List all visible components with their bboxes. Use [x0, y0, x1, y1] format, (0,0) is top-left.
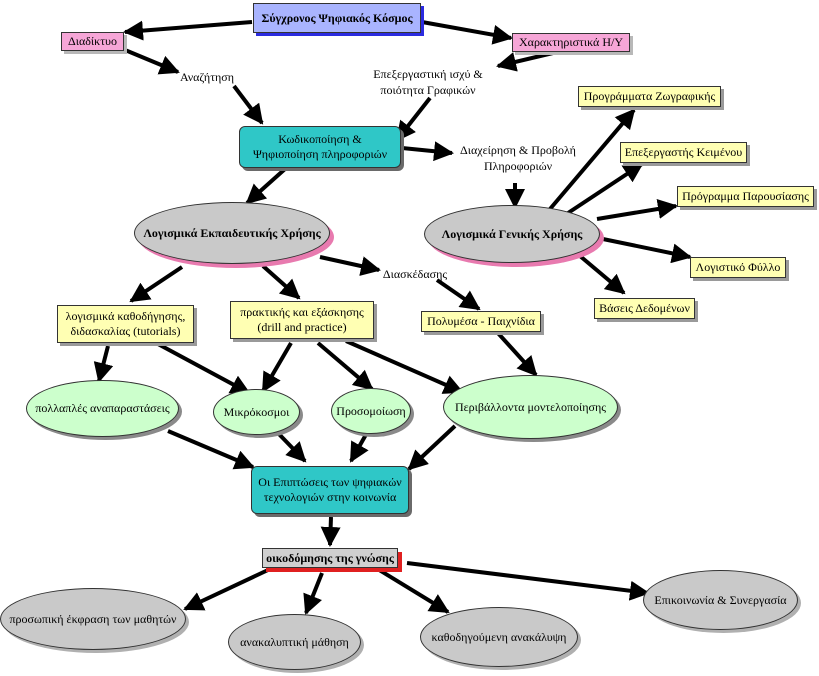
- drill-practice-node: πρακτικής και εξάσκησης (drill and pract…: [230, 301, 374, 339]
- wordproc-node: Επεξεργαστής Κειμένου: [620, 142, 747, 163]
- hardware-node: Χαρακτηριστικά Η/Υ: [512, 33, 630, 52]
- edge-entertainment-multimedia: [435, 278, 481, 311]
- multimedia-games-node: Πολυμέσα - Παιχνίδια: [421, 311, 541, 332]
- edge-tutorials-microworlds: [157, 342, 251, 395]
- edge-general-databases: [578, 254, 626, 295]
- databases-node: Βάσεις Δεδομένων: [594, 298, 695, 319]
- edge-processing-encoding: [395, 96, 432, 142]
- edge-knowledge-expression: [183, 568, 269, 611]
- presentation-node: Πρόγραμμα Παρουσίασης: [677, 186, 814, 207]
- edge-hw-processing: [496, 51, 554, 72]
- guided-discovery-node: καθοδηγούμενη ανακάλυψη: [420, 607, 578, 667]
- tutorials-node: λογισμικά καθοδήγησης, διδασκαλίας (tuto…: [57, 305, 194, 343]
- edge-edu-tutorials: [129, 265, 184, 303]
- edge-multimedia-modeling: [495, 330, 538, 377]
- edge-drill-simulation: [316, 341, 374, 391]
- management-label: Διαχείρηση & Προβολή Πληροφοριών: [460, 143, 576, 174]
- representations-node: πολλαπλές αναπαραστάσεις: [26, 380, 179, 437]
- edge-simulation-impact: [349, 430, 370, 463]
- edge-general-wordproc: [566, 162, 644, 215]
- paint-node: Προγράμματα Ζωγραφικής: [578, 86, 721, 107]
- edge-knowledge-guided: [374, 566, 450, 614]
- edge-general-presentation: [596, 199, 678, 221]
- internet-node: Διαδίκτυο: [61, 32, 124, 51]
- edge-general-spreadsheet: [597, 236, 692, 264]
- edge-edu-drill: [261, 264, 301, 300]
- edge-drill-modeling: [345, 339, 464, 394]
- edge-microworlds-impact: [274, 429, 307, 463]
- personal-expression-node: προσωπική έκφραση των μαθητών: [0, 588, 186, 650]
- edge-representations-impact: [167, 429, 255, 470]
- processing-label: Επεξεργαστική ισχύ & ποιότητα Γραφικών: [373, 67, 483, 98]
- impact-node: Οι Επιπτώσεις των ψηφιακών τεχνολογιών σ…: [251, 466, 409, 514]
- educational-software-node: Λογισμικά Εκπαιδευτικής Χρήσης: [134, 202, 330, 264]
- edge-knowledge-communication: [406, 561, 650, 601]
- microworlds-node: Μικρόκοσμοι: [213, 389, 300, 435]
- communication-node: Επικοινωνία & Συνεργασία: [643, 570, 798, 630]
- edge-encoding-edu: [245, 167, 287, 205]
- edge-edu-entertainment: [319, 255, 381, 276]
- edge-drill-microworlds: [261, 341, 293, 393]
- edge-tutorials-representations: [93, 345, 114, 383]
- knowledge-building-node: οικοδόμησης της γνώσης: [262, 548, 398, 568]
- edge-knowledge-discovery: [303, 572, 324, 615]
- search-label: Αναζήτηση: [179, 70, 235, 84]
- edge-modeling-impact: [407, 424, 457, 471]
- discovery-learning-node: ανακαλυπτική μάθηση: [228, 614, 361, 670]
- encoding-node: Κωδικοποίηση & Ψηφιοποίηση πληροφοριών: [239, 126, 401, 168]
- title-node: Σύγχρονος Ψηφιακός Κόσμος: [253, 3, 421, 33]
- edge-impact-knowledge: [320, 516, 341, 547]
- simulation-node: Προσομοίωση: [331, 388, 411, 434]
- edge-encoding-management: [401, 141, 454, 162]
- edge-title-internet: [123, 20, 253, 41]
- spreadsheet-node: Λογιστικό Φύλλο: [690, 257, 786, 278]
- edge-search-encoding: [232, 84, 264, 125]
- modeling-node: Περιβάλλοντα μοντελοποίησης: [443, 375, 618, 439]
- edge-general-paint: [548, 108, 636, 211]
- edge-internet-encoding: [124, 48, 180, 75]
- general-software-node: Λογισμικά Γενικής Χρήσης: [424, 205, 600, 263]
- edge-title-hw: [421, 20, 513, 45]
- entertainment-label: Διασκέδασης: [382, 267, 448, 281]
